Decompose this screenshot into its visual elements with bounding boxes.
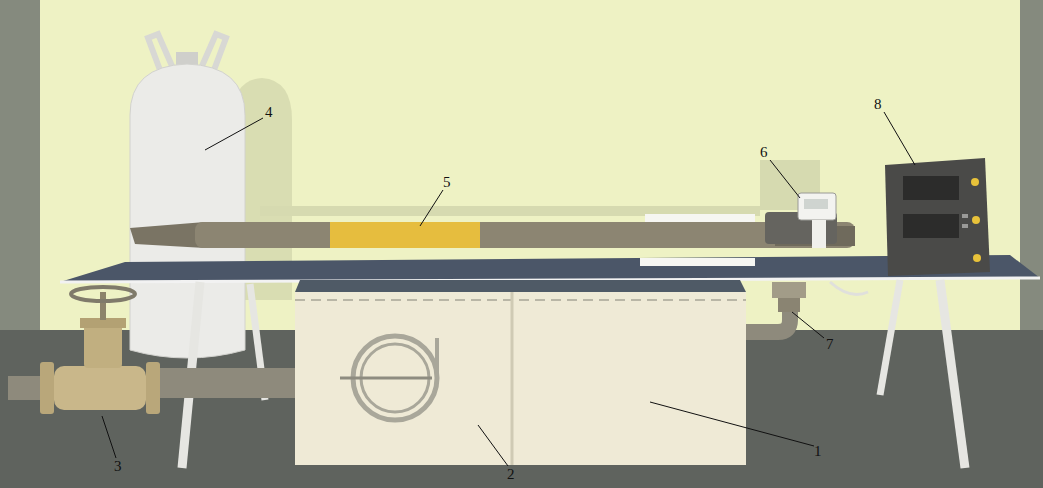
leader-line xyxy=(770,160,800,198)
callout-number: 7 xyxy=(826,336,834,352)
valve-flange xyxy=(40,362,54,414)
test-section xyxy=(330,222,480,248)
gas-cylinder xyxy=(130,64,245,358)
valve-bonnet xyxy=(84,324,122,368)
leader-line xyxy=(792,312,824,338)
left-pillar xyxy=(0,0,40,330)
valve-stem xyxy=(100,292,106,320)
button xyxy=(971,178,979,186)
callout-number: 4 xyxy=(265,104,273,120)
supply-pipe xyxy=(158,368,295,398)
leader-line xyxy=(650,402,814,446)
pipe-fitting xyxy=(778,298,800,312)
display-panel xyxy=(903,176,959,200)
gate-valve xyxy=(54,366,146,410)
display-panel xyxy=(903,214,959,238)
callout-number: 5 xyxy=(443,174,451,190)
leader-line xyxy=(478,425,508,466)
button xyxy=(973,254,981,262)
callout-number: 2 xyxy=(507,466,515,482)
meter-stem xyxy=(812,220,826,248)
callout-number: 8 xyxy=(874,96,882,112)
water-tank xyxy=(295,292,746,465)
table-leg xyxy=(940,280,965,468)
tank-top xyxy=(295,280,746,292)
leader-line xyxy=(884,112,915,165)
callout-number: 6 xyxy=(760,144,768,160)
leader-line xyxy=(420,190,443,226)
right-pillar xyxy=(1020,0,1043,330)
coil-lead xyxy=(435,338,439,378)
callout-number: 1 xyxy=(814,443,822,459)
cable xyxy=(830,282,868,294)
leader-line xyxy=(205,118,263,150)
plate xyxy=(645,214,755,222)
pipe-inlet xyxy=(130,222,205,248)
test-pipe xyxy=(195,222,855,248)
meter-display xyxy=(804,199,828,209)
coil-lead xyxy=(340,377,432,380)
button xyxy=(972,216,980,224)
valve-flange xyxy=(146,362,160,414)
water-level xyxy=(295,299,746,301)
plate xyxy=(640,258,755,266)
pipe-fitting xyxy=(772,282,806,298)
switch xyxy=(962,214,968,218)
table-leg xyxy=(880,280,900,395)
tank-divider xyxy=(511,292,514,465)
meter-head xyxy=(798,193,836,220)
cylinder-handle xyxy=(148,34,172,70)
callout-number: 3 xyxy=(114,458,122,474)
leader-lines xyxy=(102,112,915,466)
switch xyxy=(962,224,968,228)
leader-line xyxy=(102,416,116,458)
control-box xyxy=(885,158,990,276)
cylinder-handle xyxy=(202,34,226,70)
handwheel xyxy=(71,287,135,301)
